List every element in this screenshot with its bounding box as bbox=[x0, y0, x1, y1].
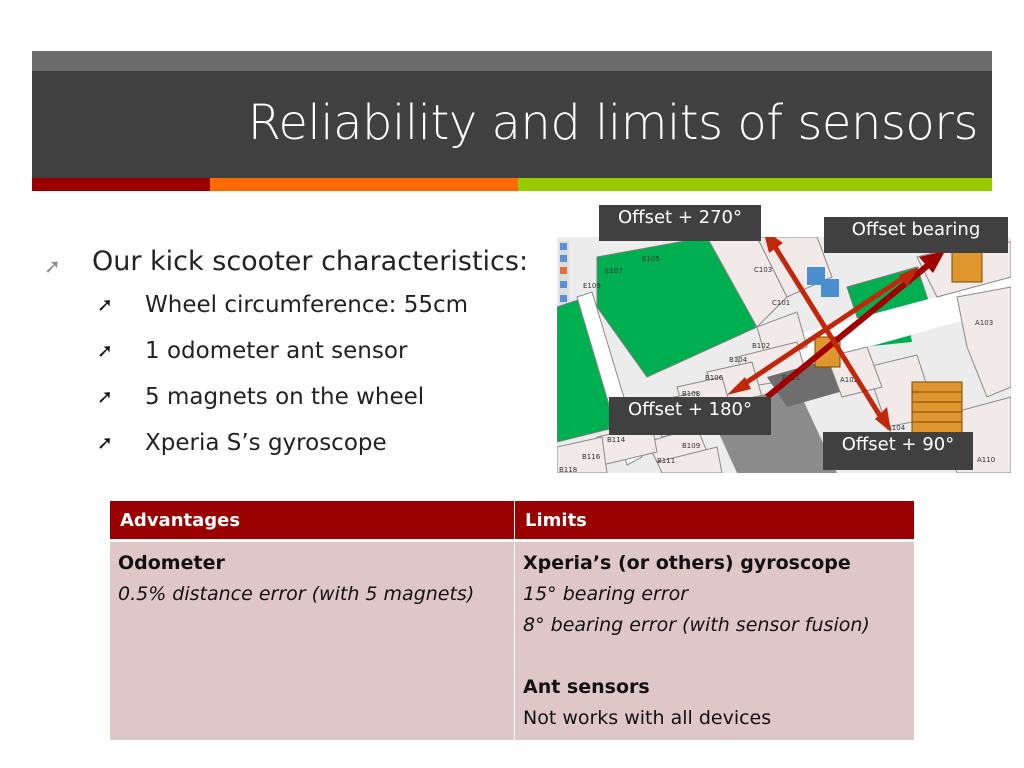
title-bar: Reliability and limits of sensors bbox=[32, 71, 992, 178]
accent-stripe-green bbox=[518, 178, 992, 191]
comparison-table: Advantages Limits Odometer 0.5% distance… bbox=[109, 500, 915, 741]
svg-text:B109: B109 bbox=[682, 442, 700, 450]
svg-text:B102: B102 bbox=[752, 342, 770, 350]
arrow-bullet-icon: ➚ bbox=[97, 386, 113, 408]
svg-text:B116: B116 bbox=[582, 453, 601, 461]
title-bar-top-band bbox=[32, 51, 992, 71]
svg-text:E105: E105 bbox=[642, 255, 660, 263]
arrow-bullet-icon: ➚ bbox=[97, 340, 113, 362]
header-advantages: Advantages bbox=[109, 500, 515, 541]
spacer bbox=[523, 641, 906, 672]
bullet-sub: ➚ 1 odometer ant sensor bbox=[42, 334, 552, 380]
svg-text:B104: B104 bbox=[729, 356, 748, 364]
bullet-sub: ➚ Wheel circumference: 55cm bbox=[42, 288, 552, 334]
bullet-list: ➚ Our kick scooter characteristics: ➚ Wh… bbox=[42, 246, 552, 472]
arrow-bullet-icon: ➚ bbox=[97, 294, 113, 316]
limit-title-2: Ant sensors bbox=[523, 676, 650, 698]
limit-detail: 15° bearing error bbox=[523, 583, 689, 605]
bullet-sub-text: 1 odometer ant sensor bbox=[145, 338, 408, 364]
bullet-sub-text: Xperia S’s gyroscope bbox=[145, 430, 387, 456]
svg-text:B111: B111 bbox=[657, 457, 675, 465]
arrow-bullet-icon: ➚ bbox=[97, 432, 113, 454]
svg-text:A102: A102 bbox=[840, 376, 858, 384]
svg-text:B108: B108 bbox=[682, 390, 700, 398]
svg-text:A104: A104 bbox=[887, 424, 906, 432]
slide-title: Reliability and limits of sensors bbox=[247, 95, 979, 151]
table-header-row: Advantages Limits bbox=[109, 500, 915, 541]
table-row: Odometer 0.5% distance error (with 5 mag… bbox=[109, 539, 915, 741]
svg-text:B106: B106 bbox=[705, 374, 724, 382]
header-limits: Limits bbox=[514, 500, 915, 541]
cell-advantages: Odometer 0.5% distance error (with 5 mag… bbox=[109, 539, 515, 741]
label-offset-90: Offset + 90° bbox=[823, 432, 973, 470]
svg-text:B118: B118 bbox=[559, 466, 577, 473]
arrow-bullet-icon: ➚ bbox=[44, 254, 61, 278]
svg-text:A110: A110 bbox=[977, 456, 995, 464]
svg-text:E109: E109 bbox=[583, 282, 601, 290]
limit-title: Xperia’s (or others) gyroscope bbox=[523, 552, 851, 574]
label-offset-180: Offset + 180° bbox=[609, 397, 771, 435]
label-offset-bearing: Offset bearing bbox=[824, 217, 1008, 253]
bullet-sub: ➚ 5 magnets on the wheel bbox=[42, 380, 552, 426]
accent-stripe-orange bbox=[210, 178, 518, 191]
svg-text:C101: C101 bbox=[772, 299, 790, 307]
limit-detail-2: Not works with all devices bbox=[523, 707, 772, 729]
label-offset-270: Offset + 270° bbox=[599, 205, 761, 241]
limit-detail: 8° bearing error (with sensor fusion) bbox=[523, 614, 870, 636]
bullet-sub: ➚ Xperia S’s gyroscope bbox=[42, 426, 552, 472]
bullet-sub-text: Wheel circumference: 55cm bbox=[145, 292, 469, 318]
svg-text:A103: A103 bbox=[975, 319, 993, 327]
accent-stripe-red bbox=[32, 178, 210, 191]
advantage-detail: 0.5% distance error (with 5 magnets) bbox=[118, 583, 475, 605]
svg-text:E107: E107 bbox=[605, 267, 623, 275]
bullet-main-text: Our kick scooter characteristics: bbox=[92, 246, 529, 277]
bullet-sub-text: 5 magnets on the wheel bbox=[145, 384, 425, 410]
cell-limits: Xperia’s (or others) gyroscope 15° beari… bbox=[514, 539, 915, 741]
svg-text:B114: B114 bbox=[607, 436, 626, 444]
svg-text:C103: C103 bbox=[754, 266, 772, 274]
advantage-title: Odometer bbox=[118, 552, 225, 574]
bullet-main: ➚ Our kick scooter characteristics: bbox=[42, 246, 552, 288]
